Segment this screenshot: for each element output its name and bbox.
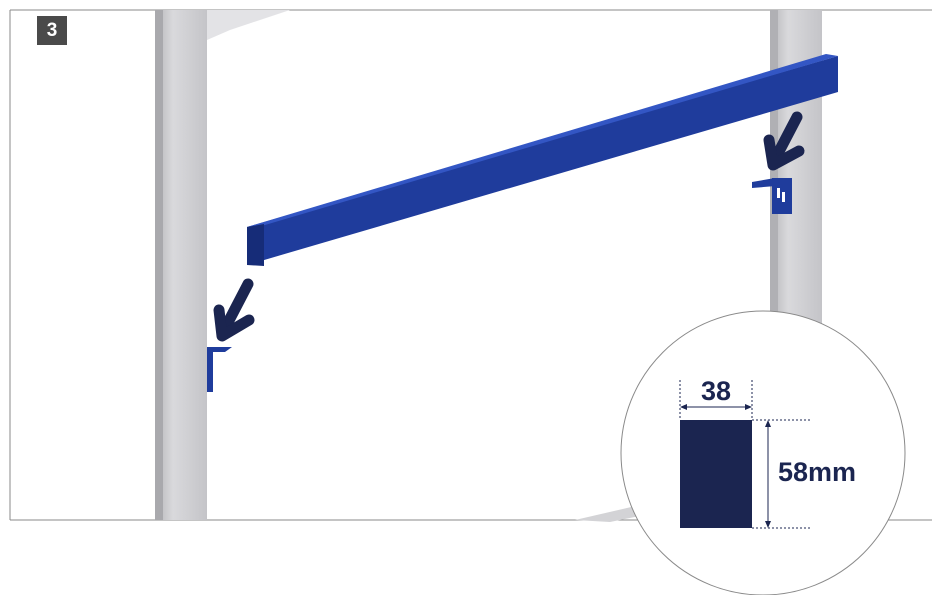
section-detail-callout [620,310,906,596]
step-number-badge: 3 [37,16,67,45]
left-post [155,10,290,520]
section-width-label: 38 [700,376,732,406]
down-left-arrow-icon [213,278,255,342]
horizontal-beam [247,54,838,266]
down-left-arrow-icon [763,111,805,171]
section-height-label: 58mm [778,457,857,487]
left-bracket [207,347,232,392]
right-bracket [752,178,792,214]
beam-cross-section [680,420,752,528]
